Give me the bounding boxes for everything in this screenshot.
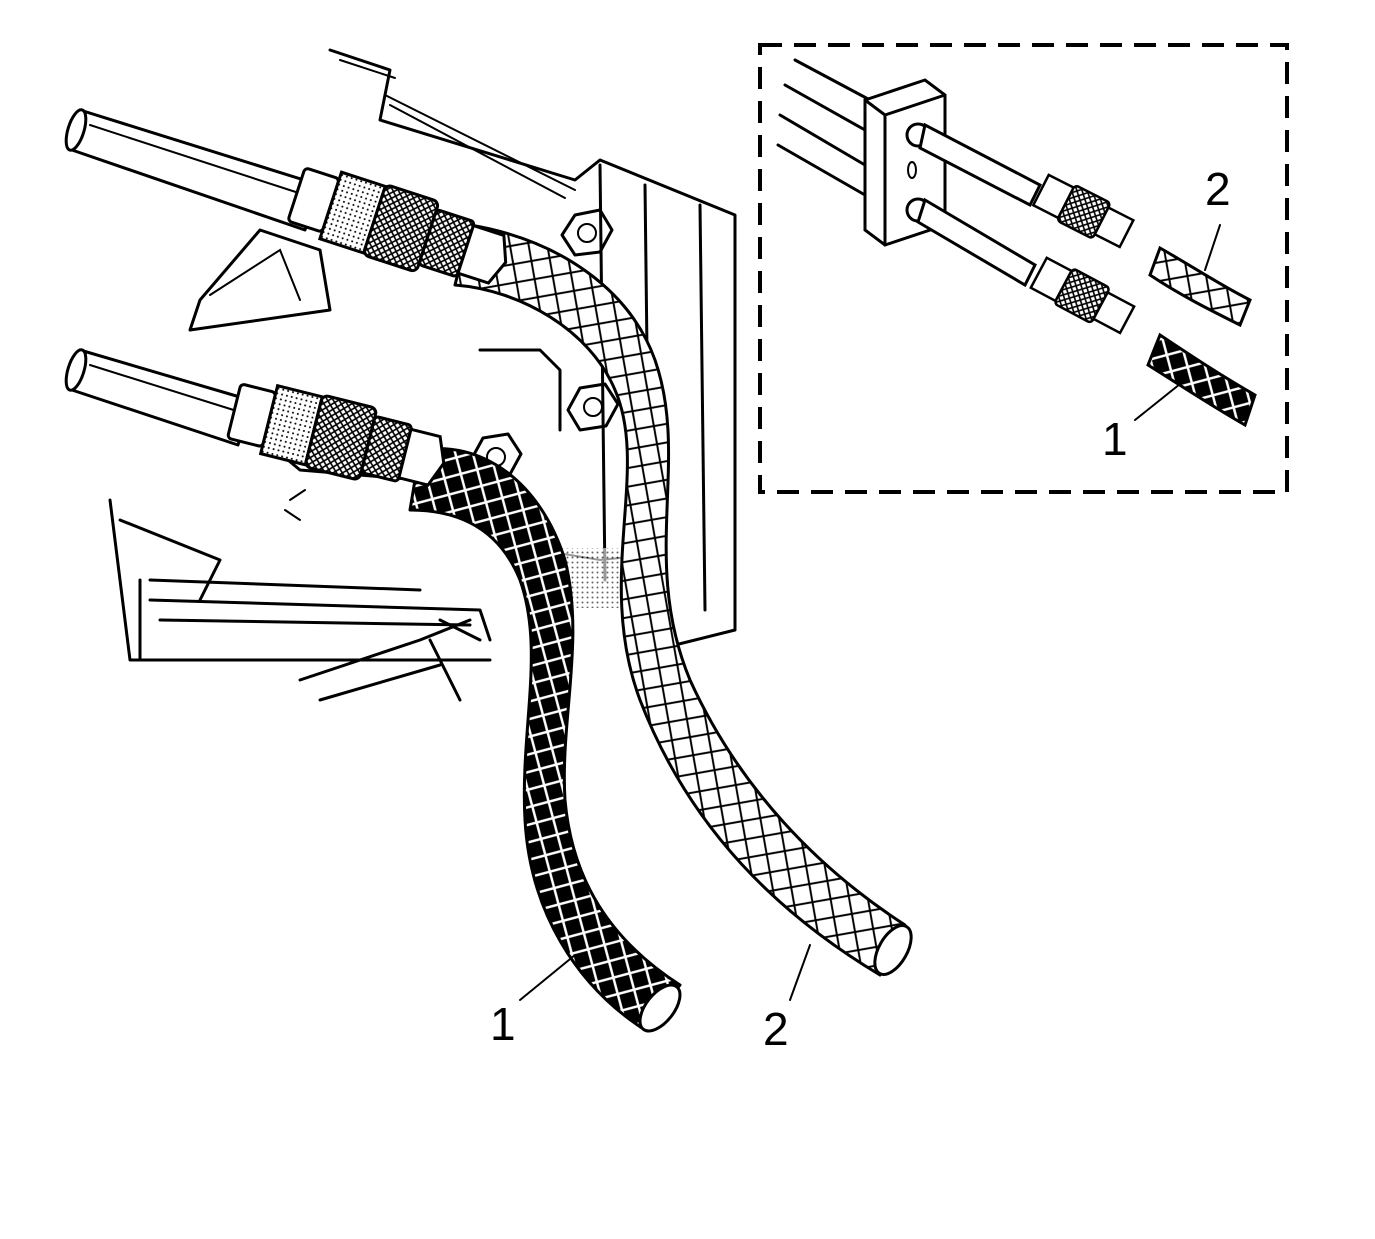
hose-2-metal-pipe bbox=[64, 108, 322, 232]
hose-1-metal-pipe bbox=[64, 348, 252, 447]
hose-2-quick-connect-fitting bbox=[287, 167, 508, 285]
inset-callout-1-label: 1 bbox=[1102, 413, 1128, 465]
hose-1-assembly bbox=[64, 348, 682, 1033]
hose-2-assembly bbox=[64, 108, 913, 977]
main-callout-1: 1 bbox=[490, 954, 576, 1050]
inset-callout-2-label: 2 bbox=[1205, 163, 1231, 215]
inset-hose-2 bbox=[918, 122, 1252, 328]
hose-2-cut-end bbox=[873, 924, 913, 976]
bolt-upper bbox=[560, 208, 614, 257]
main-callout-1-label: 1 bbox=[490, 998, 516, 1050]
hose-1-quick-connect-fitting bbox=[226, 383, 446, 487]
inset-detail-view: 2 1 bbox=[758, 43, 1289, 494]
bolt-middle bbox=[566, 382, 620, 432]
main-callout-2: 2 bbox=[763, 944, 811, 1055]
hose-1-cut-end bbox=[638, 983, 682, 1033]
inset-callout-1: 1 bbox=[1102, 379, 1186, 465]
main-callout-2-label: 2 bbox=[763, 1003, 789, 1055]
inset-hose-1 bbox=[916, 197, 1257, 428]
inset-callout-2: 2 bbox=[1204, 163, 1231, 271]
